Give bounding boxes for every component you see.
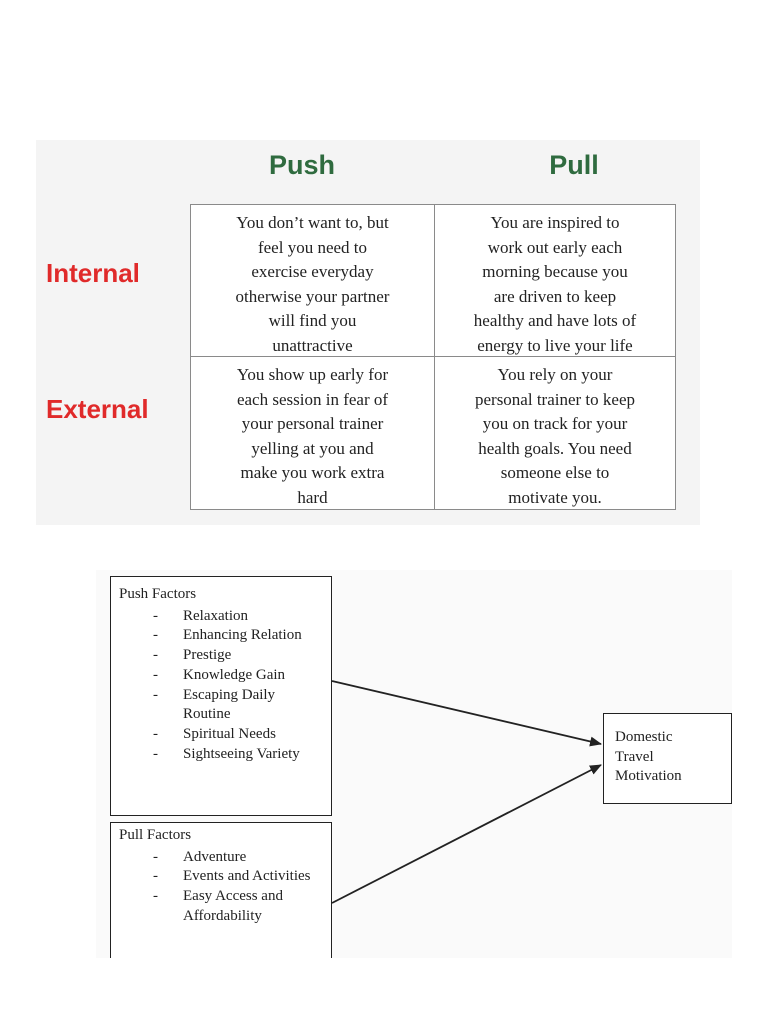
cell-line: exercise everyday (251, 262, 374, 281)
list-item: Relaxation (153, 607, 325, 627)
domestic-travel-motivation-box: Domestic Travel Motivation (603, 713, 732, 804)
flow-diagram: Push Factors Relaxation Enhancing Relati… (96, 570, 732, 958)
cell-line: health goals. You need (478, 438, 632, 458)
list-item: Spiritual Needs (153, 725, 325, 745)
cell-line: are driven to keep (493, 286, 617, 306)
cell-internal-push: You don’t want to, but feel you need to … (191, 205, 435, 357)
cell-line: hard (297, 487, 328, 507)
arrow-push-to-motivation (331, 680, 602, 747)
cell-line: morning because you (482, 262, 628, 281)
cell-line: otherwise your partner (235, 286, 390, 306)
cell-line: someone else to (500, 463, 610, 482)
cell-line: You don’t want to, but (236, 213, 389, 232)
flow-arrows (331, 680, 602, 904)
row-header-internal: Internal (46, 258, 140, 288)
arrow-pull-to-motivation (331, 764, 602, 904)
cell-line: will find you (268, 311, 357, 330)
column-header-push: Push (268, 150, 335, 180)
pull-factors-list: Adventure Events and Activities Easy Acc… (119, 848, 325, 927)
row-header-external: External (46, 394, 149, 424)
cell-line: each session in fear of (236, 389, 389, 409)
cell-line: personal trainer to keep (474, 389, 635, 409)
target-line: Motivation (615, 768, 682, 785)
push-factors-list: Relaxation Enhancing Relation Prestige K… (119, 607, 325, 765)
cell-line: unattractive (272, 335, 353, 355)
list-item: Easy Access and Affordability (153, 887, 325, 926)
target-line: Domestic (615, 729, 673, 745)
cell-line: make you work extra (240, 463, 385, 482)
cell-internal-pull: You are inspired to work out early each … (435, 205, 675, 357)
cell-line: healthy and have lots of (473, 311, 637, 330)
target-line: Travel (615, 748, 654, 765)
list-item: Events and Activities (153, 867, 325, 887)
pull-factors-box: Pull Factors Adventure Events and Activi… (110, 822, 332, 958)
list-item: Knowledge Gain (153, 666, 325, 686)
pull-factors-title: Pull Factors (119, 827, 192, 843)
cell-line: motivate you. (508, 487, 602, 507)
cell-line: your personal trainer (241, 414, 384, 433)
push-factors-title: Push Factors (119, 586, 197, 602)
cell-line: yelling at you and (251, 438, 374, 458)
cell-line: energy to live your life (477, 335, 633, 355)
cell-line: You rely on your (497, 365, 613, 384)
cell-external-push: You show up early for each session in fe… (191, 357, 435, 509)
matrix-grid: You don’t want to, but feel you need to … (190, 204, 676, 510)
list-item: Sightseeing Variety (153, 745, 325, 765)
cell-line: feel you need to (257, 237, 368, 257)
cell-line: You show up early for (236, 365, 389, 384)
cell-external-pull: You rely on your personal trainer to kee… (435, 357, 675, 509)
push-factors-box: Push Factors Relaxation Enhancing Relati… (110, 576, 332, 816)
list-item: Enhancing Relation (153, 626, 325, 646)
column-header-pull: Pull (549, 150, 599, 180)
list-item: Escaping Daily Routine (153, 686, 325, 725)
list-item: Adventure (153, 848, 325, 868)
cell-line: work out early each (487, 237, 623, 257)
cell-line: you on track for your (482, 414, 628, 433)
list-item: Prestige (153, 646, 325, 666)
cell-line: You are inspired to (490, 213, 620, 232)
